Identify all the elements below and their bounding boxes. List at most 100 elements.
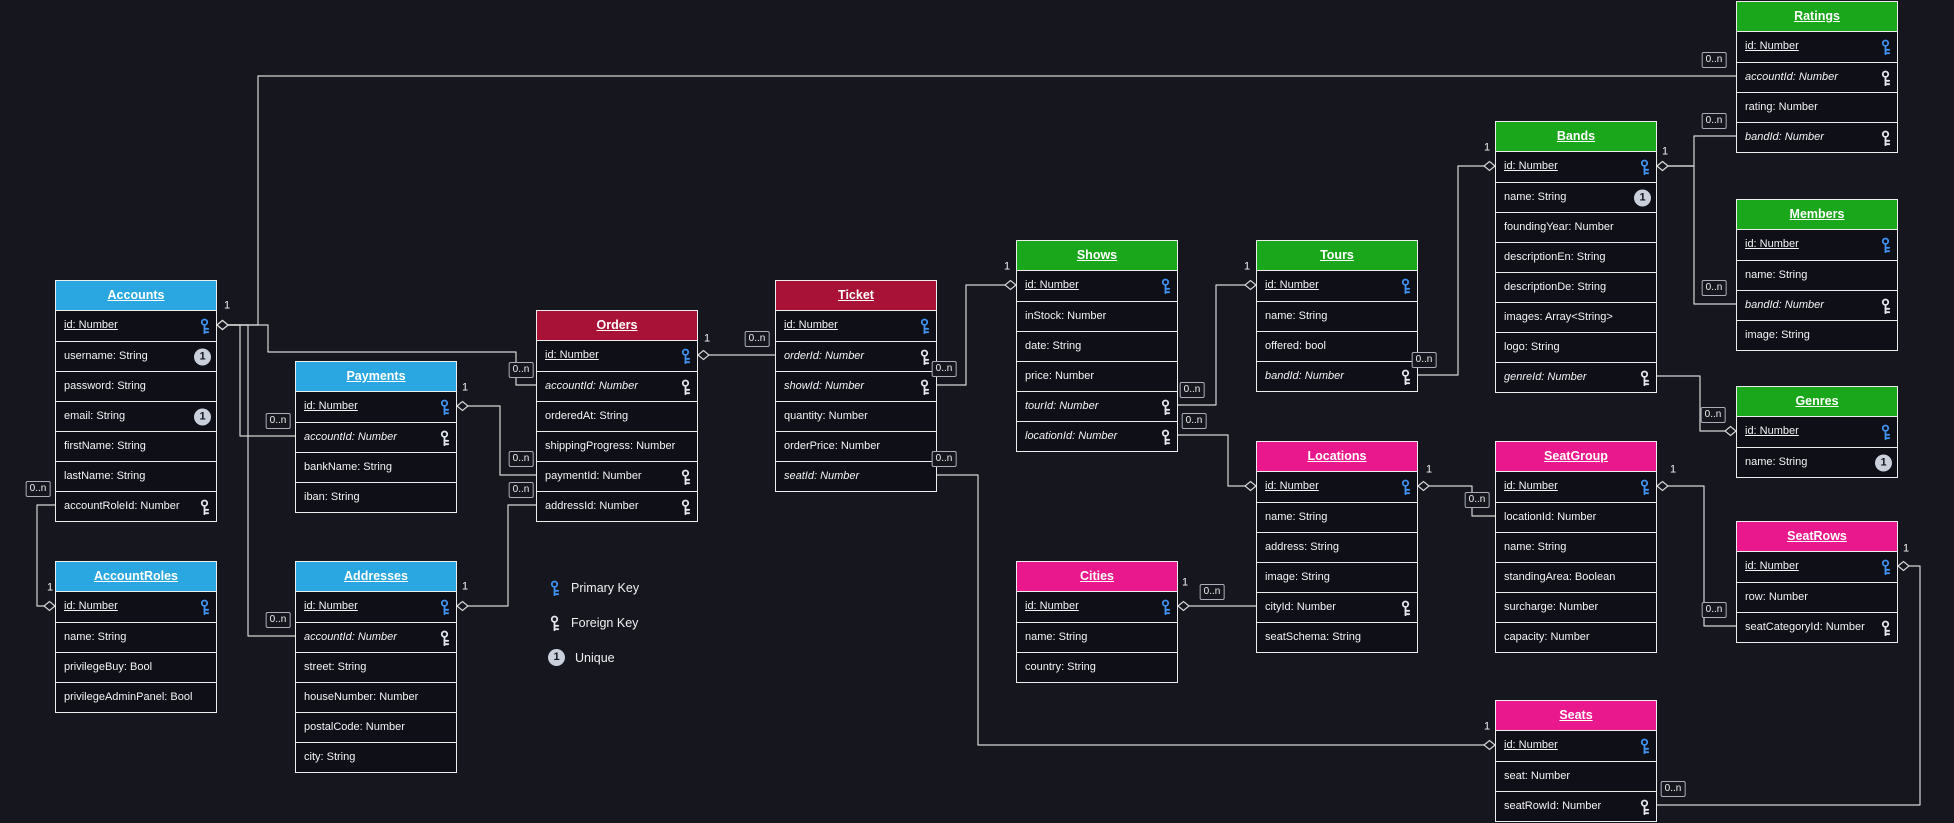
field-label: date: String xyxy=(1025,340,1082,352)
field-shows-id: id: Number xyxy=(1017,271,1177,301)
field-bands-foundingYear: foundingYear: Number xyxy=(1496,212,1656,242)
primary-key-icon xyxy=(1640,738,1650,754)
entity-title: Locations xyxy=(1257,442,1417,472)
foreign-key-icon xyxy=(920,379,930,395)
field-label: id: Number xyxy=(304,400,358,412)
field-seatrows-row: row: Number xyxy=(1737,582,1897,612)
entity-title: Tours xyxy=(1257,241,1417,271)
field-ticket-orderPrice: orderPrice: Number xyxy=(776,431,936,461)
field-label: name: String xyxy=(1504,541,1567,553)
field-orders-shippingProgress: shippingProgress: Number xyxy=(537,431,697,461)
foreign-key-icon xyxy=(1161,399,1171,415)
field-accountroles-id: id: Number xyxy=(56,592,216,622)
field-label: seatRowId: Number xyxy=(1504,800,1602,812)
foreign-key-icon xyxy=(1640,799,1650,815)
field-bands-descriptionEn: descriptionEn: String xyxy=(1496,242,1656,272)
field-label: address: String xyxy=(1265,541,1339,553)
aggregation-diamond xyxy=(456,400,469,412)
foreign-key-icon xyxy=(1881,620,1891,636)
legend-label: Unique xyxy=(575,650,615,665)
field-label: foundingYear: Number xyxy=(1504,221,1614,233)
field-label: id: Number xyxy=(1745,560,1799,572)
field-shows-tourId: tourId: Number xyxy=(1017,391,1177,421)
entity-locations[interactable]: Locations id: Number name: String address: … xyxy=(1256,441,1418,653)
entity-title: Payments xyxy=(296,362,456,392)
field-label: descriptionDe: String xyxy=(1504,281,1607,293)
legend-item-foreign-key: Foreign Key xyxy=(548,605,639,640)
legend-label: Primary Key xyxy=(571,580,640,595)
field-seatgroup-name: name: String xyxy=(1496,532,1656,562)
field-label: name: String xyxy=(64,631,127,643)
field-label: locationId: Number xyxy=(1504,511,1597,523)
foreign-key-icon xyxy=(1881,130,1891,146)
field-label: email: String xyxy=(64,410,126,422)
field-addresses-city: city: String xyxy=(296,742,456,772)
unique-icon: 1 xyxy=(1875,454,1892,471)
field-label: locationId: Number xyxy=(1025,430,1118,442)
aggregation-diamond xyxy=(1483,739,1496,751)
field-label: descriptionEn: String xyxy=(1504,251,1606,263)
field-ratings-id: id: Number xyxy=(1737,32,1897,62)
field-ticket-id: id: Number xyxy=(776,311,936,341)
field-locations-seatSchema: seatSchema: String xyxy=(1257,622,1417,652)
cardinality-badge: 0..n xyxy=(744,331,770,347)
field-label: inStock: Number xyxy=(1025,310,1107,322)
field-label: id: Number xyxy=(1745,40,1799,52)
aggregation-diamond xyxy=(43,600,56,612)
field-label: accountId: Number xyxy=(304,631,397,643)
cardinality-badge: 0..n xyxy=(931,361,957,377)
field-tours-offered: offered: bool xyxy=(1257,331,1417,361)
relationship-tours-bandid--bands-id xyxy=(1418,165,1495,376)
cardinality-label: 1 xyxy=(1243,260,1251,273)
legend-item-primary-key: Primary Key xyxy=(548,570,639,605)
field-locations-name: name: String xyxy=(1257,502,1417,532)
cardinality-badge: 0..n xyxy=(265,413,291,429)
relationship-seatrows-seatcategoryid--seatgroup-id xyxy=(1657,485,1736,627)
field-label: name: String xyxy=(1265,511,1328,523)
field-seatrows-seatCategoryId: seatCategoryId: Number xyxy=(1737,612,1897,642)
field-label: id: Number xyxy=(64,319,118,331)
field-label: id: Number xyxy=(1504,480,1558,492)
foreign-key-icon xyxy=(681,499,691,515)
field-shows-locationId: locationId: Number xyxy=(1017,421,1177,451)
field-label: price: Number xyxy=(1025,370,1095,382)
field-label: lastName: String xyxy=(64,470,146,482)
field-label: bandId: Number xyxy=(1265,370,1344,382)
field-label: id: Number xyxy=(1265,480,1319,492)
field-accountroles-name: name: String xyxy=(56,622,216,652)
field-label: showId: Number xyxy=(784,380,865,392)
entity-title: Cities xyxy=(1017,562,1177,592)
foreign-key-icon xyxy=(1401,369,1411,385)
field-label: city: String xyxy=(304,751,356,763)
field-addresses-accountId: accountId: Number xyxy=(296,622,456,652)
primary-key-icon xyxy=(440,599,450,615)
cardinality-badge: 0..n xyxy=(508,362,534,378)
primary-key-icon xyxy=(1881,39,1891,55)
entity-title: Genres xyxy=(1737,387,1897,417)
relationship-ticket-seatid--seats-id xyxy=(937,474,1495,746)
aggregation-diamond xyxy=(456,600,469,612)
cardinality-badge: 0..n xyxy=(265,612,291,628)
field-label: firstName: String xyxy=(64,440,146,452)
field-accounts-lastName: lastName: String xyxy=(56,461,216,491)
cardinality-badge: 0..n xyxy=(25,481,51,497)
field-orders-paymentId: paymentId: Number xyxy=(537,461,697,491)
